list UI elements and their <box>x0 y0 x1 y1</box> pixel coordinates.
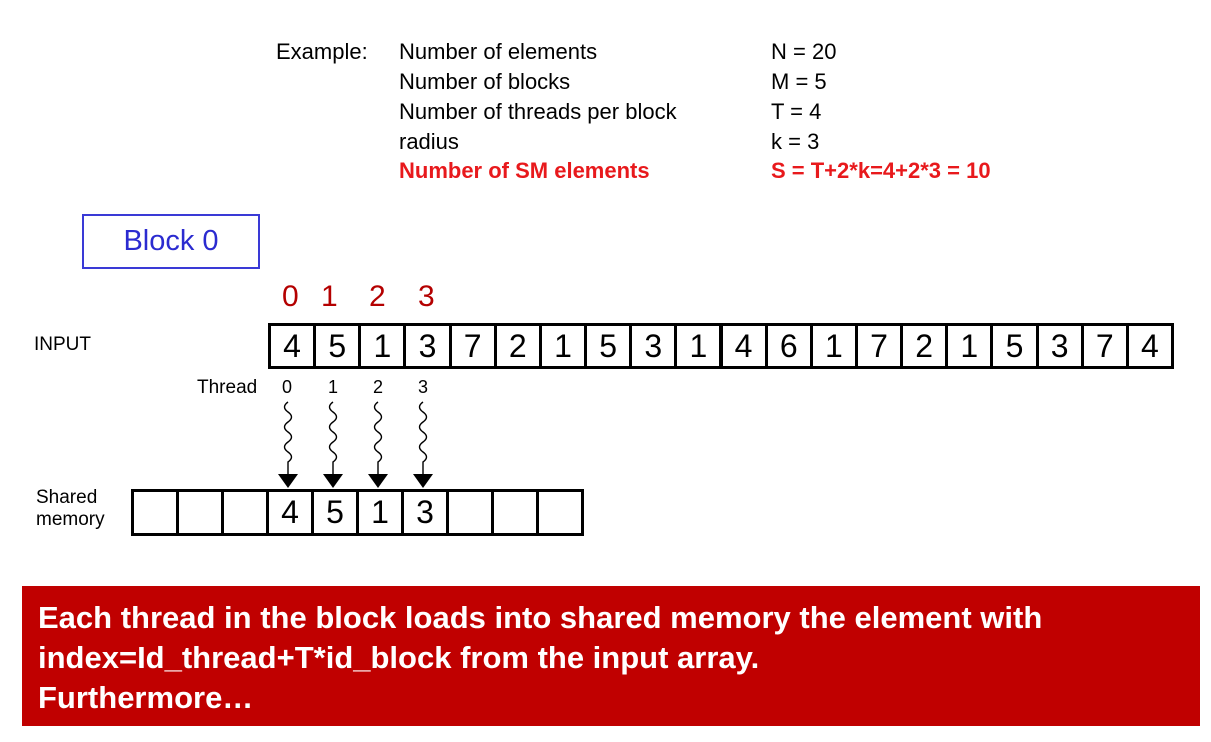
shared-cell <box>536 489 584 536</box>
input-cell: 3 <box>629 323 678 369</box>
banner-line-3: Furthermore… <box>38 680 254 715</box>
banner-line-2: index=Id_thread+T*id_block from the inpu… <box>38 640 760 675</box>
shared-cell <box>131 489 179 536</box>
input-cell: 1 <box>809 323 858 369</box>
thread-label: Thread <box>197 377 258 398</box>
param-name-radius: radius <box>399 129 459 154</box>
explanation-banner: Each thread in the block loads into shar… <box>22 586 1200 726</box>
block-label: Block 0 <box>123 225 219 257</box>
input-cell: 4 <box>719 323 768 369</box>
input-cell: 7 <box>448 323 497 369</box>
input-cell: 1 <box>358 323 407 369</box>
input-cell: 3 <box>403 323 452 369</box>
shared-cell: 5 <box>311 489 359 536</box>
thread-index-2: 2 <box>369 280 386 313</box>
thread-index-0: 0 <box>282 280 299 313</box>
block-0-box: Block 0 <box>82 214 260 269</box>
param-value-threads: T = 4 <box>771 99 822 124</box>
param-value-blocks: M = 5 <box>771 69 827 94</box>
shared-cell: 4 <box>266 489 314 536</box>
input-cell: 6 <box>764 323 813 369</box>
wavy-arrow-0 <box>278 401 298 488</box>
input-cell: 5 <box>990 323 1039 369</box>
thread-number-1: 1 <box>328 377 339 397</box>
shared-cell <box>491 489 539 536</box>
wavy-arrow-1 <box>323 401 343 488</box>
param-value-elements: N = 20 <box>771 39 837 64</box>
thread-number-0: 0 <box>282 377 293 397</box>
param-name-blocks: Number of blocks <box>399 69 571 94</box>
param-value-radius: k = 3 <box>771 129 820 154</box>
input-cell: 4 <box>268 323 317 369</box>
thread-index-3: 3 <box>418 280 435 313</box>
wavy-arrow-3 <box>413 401 433 488</box>
input-cell: 7 <box>854 323 904 369</box>
banner-line-1: Each thread in the block loads into shar… <box>38 600 1043 635</box>
shared-cell: 3 <box>401 489 449 536</box>
input-cell: 5 <box>313 323 362 369</box>
shared-cell <box>176 489 224 536</box>
input-cell: 1 <box>945 323 994 369</box>
thread-load-arrows <box>278 401 433 488</box>
input-cell: 3 <box>1035 323 1084 369</box>
shared-label-line2: memory <box>36 509 105 530</box>
input-cell: 5 <box>584 323 633 369</box>
param-name-sm-elements: Number of SM elements <box>399 158 650 183</box>
param-name-threads: Number of threads per block <box>399 99 677 124</box>
wavy-arrow-2 <box>368 401 388 488</box>
input-cell: 7 <box>1080 323 1129 369</box>
shared-cell: 1 <box>356 489 404 536</box>
shared-cell <box>446 489 494 536</box>
example-label: Example: <box>276 39 368 64</box>
thread-number-3: 3 <box>418 377 429 397</box>
input-cell: 1 <box>674 323 723 369</box>
param-name-elements: Number of elements <box>399 39 598 64</box>
input-label: INPUT <box>34 334 91 355</box>
shared-memory-label: Shared memory <box>36 487 105 531</box>
input-cell: 4 <box>1125 323 1174 369</box>
shared-cell <box>221 489 269 536</box>
shared-label-line1: Shared <box>36 487 98 508</box>
thread-index-1: 1 <box>321 280 338 313</box>
input-cell: 2 <box>493 323 542 369</box>
input-cell: 2 <box>900 323 949 369</box>
thread-number-2: 2 <box>373 377 384 397</box>
param-value-sm-elements: S = T+2*k=4+2*3 = 10 <box>771 158 991 183</box>
input-cell: 1 <box>538 323 588 369</box>
